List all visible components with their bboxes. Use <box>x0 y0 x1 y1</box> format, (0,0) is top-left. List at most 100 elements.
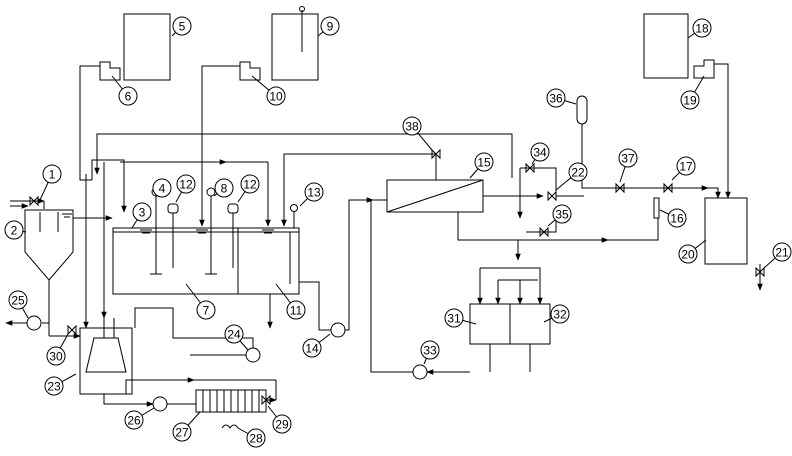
valve-34[interactable] <box>525 162 535 174</box>
callout-number: 25 <box>11 294 25 308</box>
callout-36: 36 <box>546 88 577 108</box>
callout-6: 6 <box>111 75 138 106</box>
callout-2: 2 <box>4 220 27 240</box>
callout-number: 28 <box>249 432 263 446</box>
callout-15: 15 <box>469 152 494 179</box>
product-tank-20 <box>704 197 748 265</box>
callout-number: 18 <box>695 22 709 36</box>
filter-16 <box>653 197 660 219</box>
pump-10 <box>239 61 261 81</box>
callout-number: 34 <box>533 146 547 160</box>
callout-31: 31 <box>444 308 477 328</box>
valve-29[interactable] <box>261 394 271 406</box>
callout-16: 16 <box>659 208 687 228</box>
valve-17[interactable] <box>663 182 673 194</box>
reaction-tank-3 <box>112 227 300 295</box>
callout-28: 28 <box>237 427 266 448</box>
dosing-tank-18 <box>643 13 689 79</box>
callout-number: 27 <box>175 426 189 440</box>
pump-24 <box>245 347 261 363</box>
callout-34: 34 <box>530 142 550 165</box>
callout-number: 35 <box>555 208 569 222</box>
callout-10: 10 <box>251 75 286 106</box>
callout-number: 11 <box>290 304 303 318</box>
callout-14: 14 <box>302 333 331 358</box>
callout-29: 29 <box>267 405 292 434</box>
callout-number: 26 <box>127 414 141 428</box>
callout-11: 11 <box>275 283 306 320</box>
callout-number: 30 <box>49 350 63 364</box>
callout-number: 9 <box>327 20 334 34</box>
callout-number: 15 <box>477 156 491 170</box>
pump-19 <box>693 59 715 79</box>
callout-4: 4 <box>152 178 172 198</box>
callout-21: 21 <box>763 242 792 269</box>
callout-number: 13 <box>307 186 321 200</box>
callout-22: 22 <box>555 162 588 191</box>
callout-number: 16 <box>670 212 684 226</box>
pump-14 <box>330 322 346 338</box>
callout-number: 22 <box>571 166 585 180</box>
callout-3: 3 <box>131 202 152 229</box>
callout-7: 7 <box>185 283 216 320</box>
callout-number: 7 <box>203 304 210 318</box>
callout-13: 13 <box>299 182 324 207</box>
callout-9: 9 <box>317 16 340 37</box>
callout-1: 1 <box>39 164 62 201</box>
callout-19: 19 <box>680 75 705 110</box>
callout-number: 32 <box>553 308 567 322</box>
callout-number: 33 <box>423 344 437 358</box>
callout-number: 21 <box>775 246 789 260</box>
callout-number: 37 <box>621 152 635 166</box>
valve-35[interactable] <box>539 226 549 238</box>
gas-cylinder-36 <box>576 95 588 125</box>
pump-25 <box>26 315 42 331</box>
callout-25: 25 <box>8 290 29 319</box>
dosing-tank-9 <box>271 13 319 81</box>
callout-5: 5 <box>171 16 192 37</box>
callout-number: 8 <box>221 182 228 196</box>
callout-number: 24 <box>227 328 241 342</box>
callout-12: 12 <box>175 174 196 203</box>
callout-number: 14 <box>305 342 319 356</box>
callout-33: 33 <box>420 340 440 365</box>
valve-37[interactable] <box>615 182 625 194</box>
callout-number: 10 <box>269 90 283 104</box>
callout-number: 12 <box>243 178 257 192</box>
callout-35: 35 <box>547 204 572 227</box>
callout-number: 2 <box>11 224 18 238</box>
pump-33 <box>412 364 428 380</box>
callout-number: 19 <box>683 94 697 108</box>
callout-24: 24 <box>224 324 249 351</box>
callout-38: 38 <box>402 116 433 151</box>
cake-outlet-28 <box>221 424 239 429</box>
valve-22[interactable] <box>547 190 557 202</box>
callout-number: 6 <box>125 90 132 104</box>
callout-number: 4 <box>159 182 166 196</box>
callout-number: 5 <box>179 20 186 34</box>
callout-number: 38 <box>405 120 419 134</box>
pump-6 <box>99 61 121 81</box>
callout-number: 12 <box>179 178 193 192</box>
callout-number: 20 <box>681 248 695 262</box>
callout-18: 18 <box>687 18 712 39</box>
callout-27: 27 <box>172 411 201 442</box>
callout-23: 23 <box>44 373 77 396</box>
valve-38[interactable] <box>431 148 441 160</box>
dosing-tank-5 <box>123 13 171 81</box>
callout-number: 1 <box>49 168 56 182</box>
callout-20: 20 <box>678 239 707 264</box>
callout-17: 17 <box>671 156 696 181</box>
callout-37: 37 <box>618 148 638 183</box>
pump-26 <box>152 396 168 412</box>
valve-30[interactable] <box>67 324 77 336</box>
settler-2 <box>24 209 74 281</box>
callout-number: 31 <box>447 312 461 326</box>
callout-26: 26 <box>124 407 155 430</box>
callout-number: 36 <box>549 92 563 106</box>
valve-1[interactable] <box>29 195 39 207</box>
callout-number: 17 <box>679 160 693 174</box>
callout-8: 8 <box>213 178 234 198</box>
